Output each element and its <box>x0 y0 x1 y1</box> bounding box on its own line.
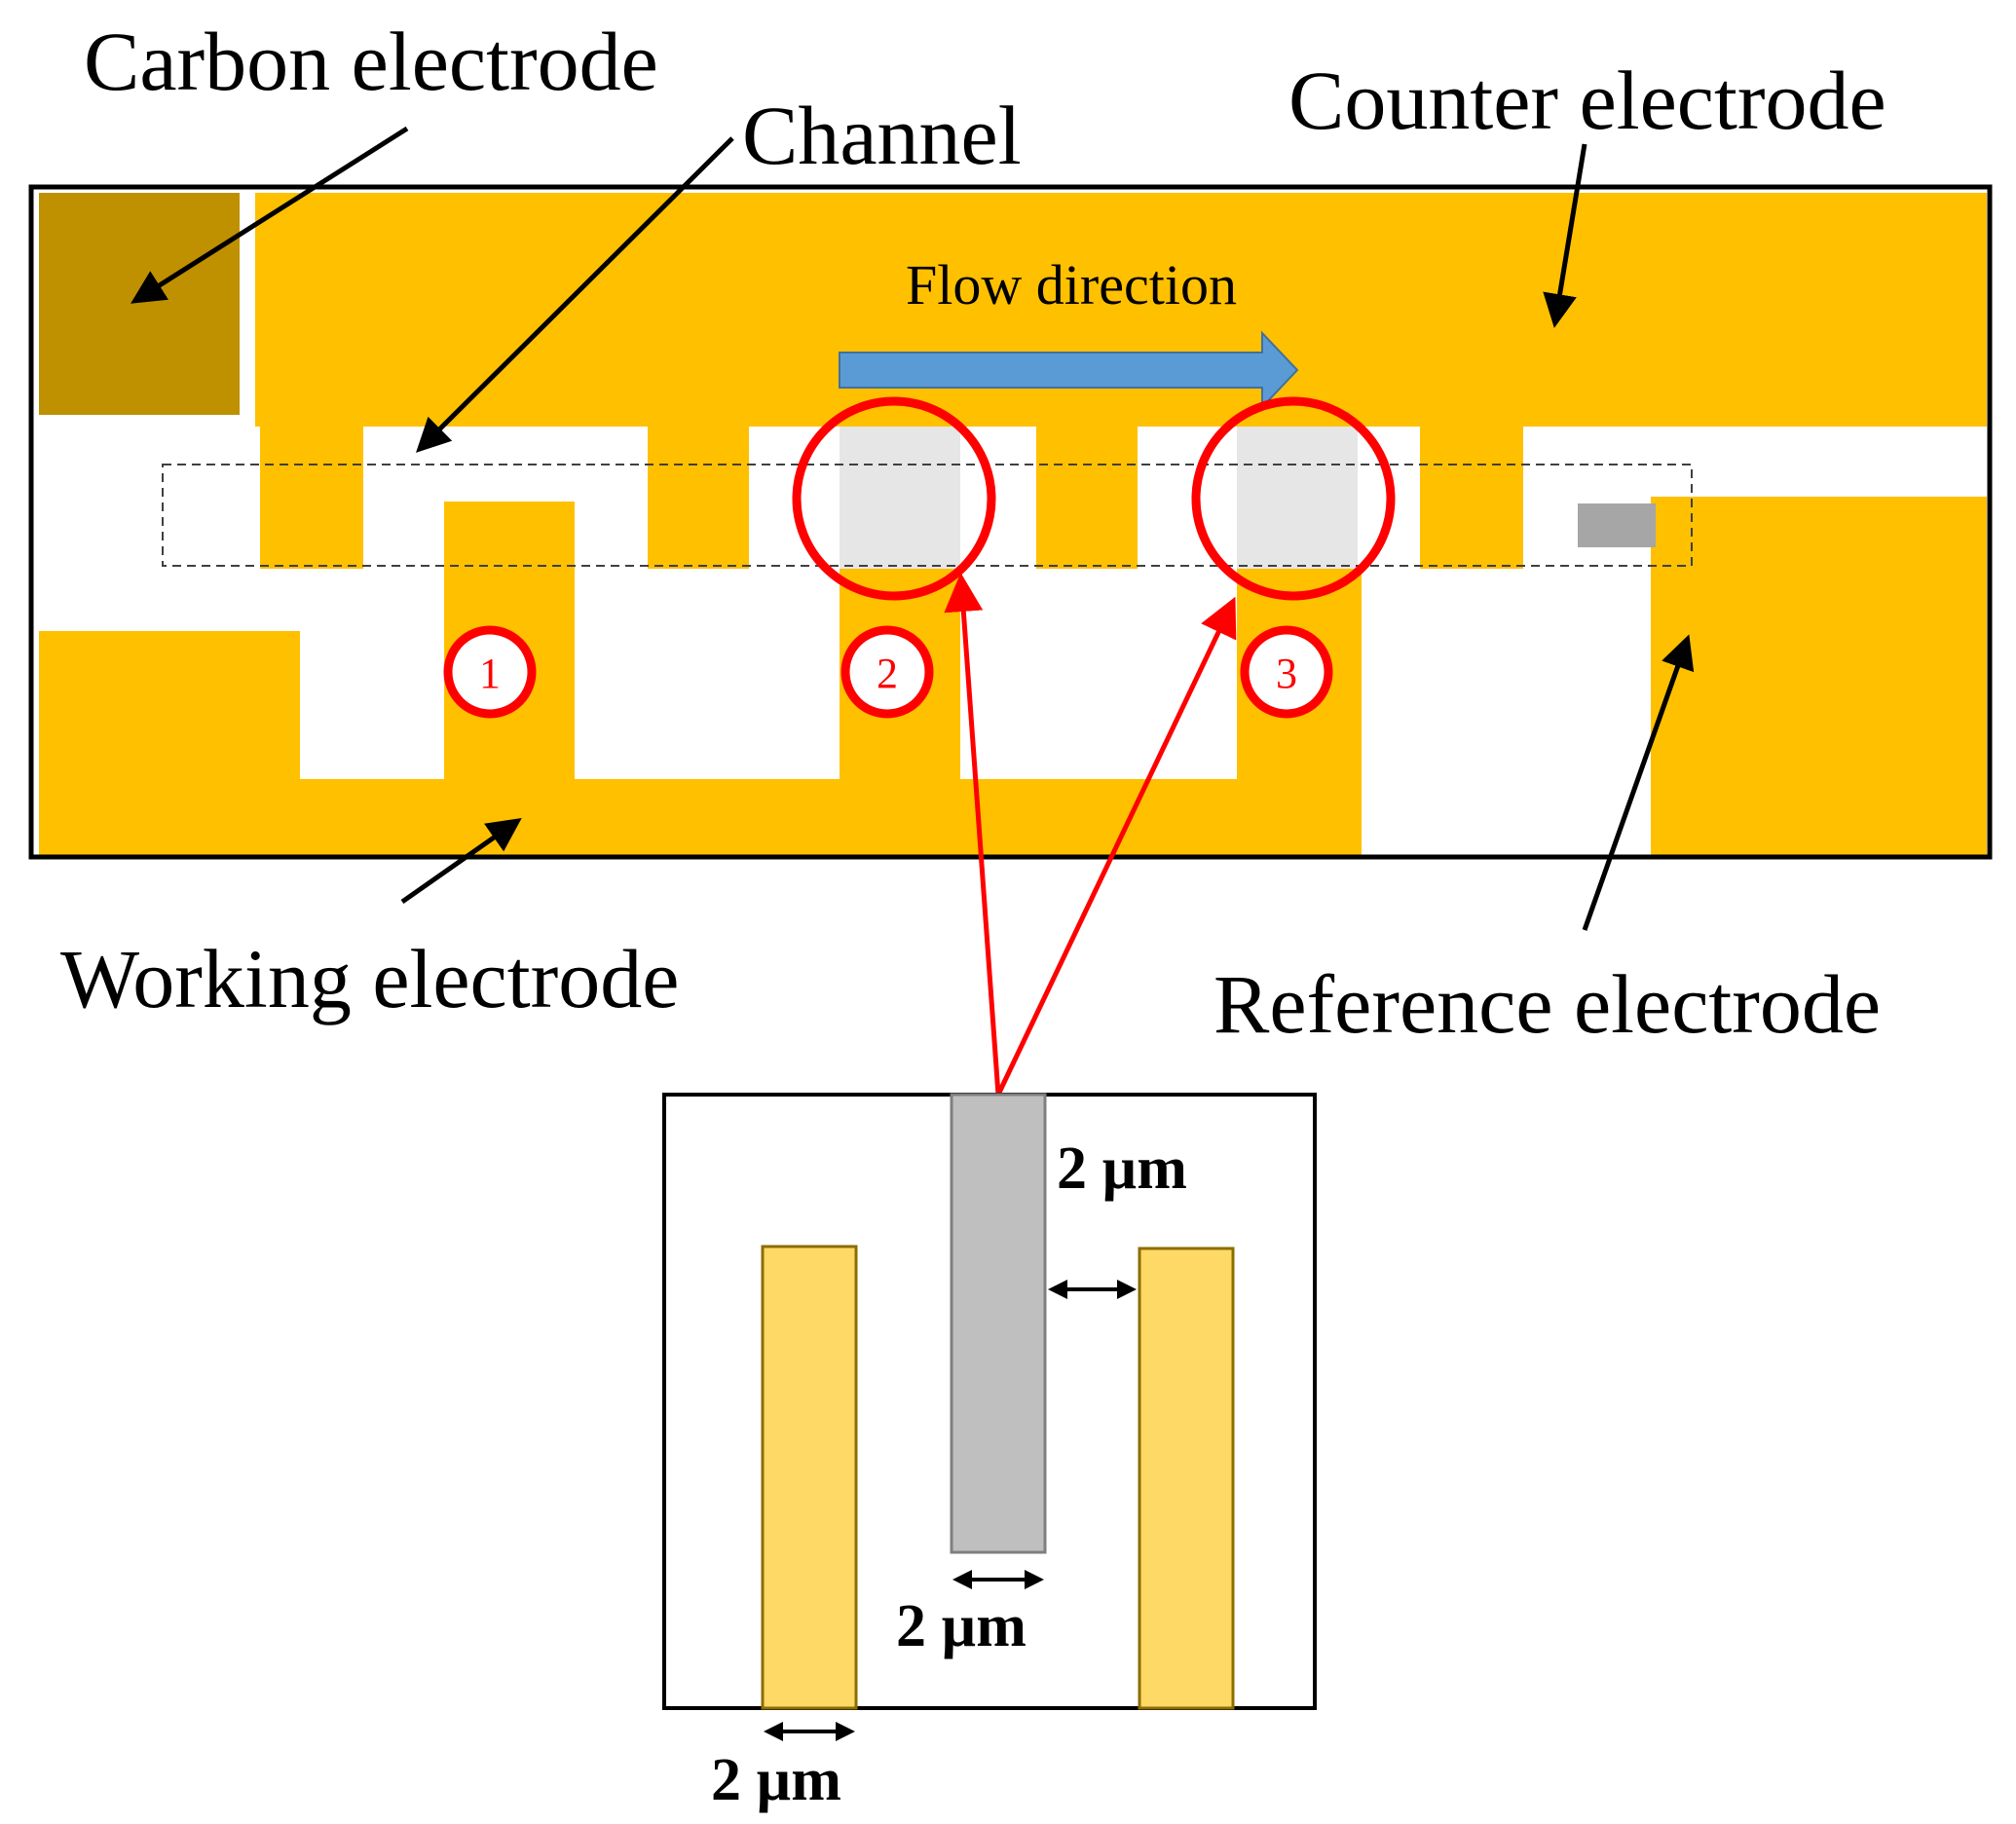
carbon-electrode-label: Carbon electrode <box>84 15 658 108</box>
channel-outline <box>162 464 1693 567</box>
zoom-line <box>995 596 1237 1097</box>
sensor-highlight-circle <box>1191 396 1396 601</box>
marker-1: 1 <box>443 625 537 719</box>
counter-electrode-tooth <box>648 427 749 569</box>
channel-label: Channel <box>742 89 1022 182</box>
working-electrode-pointer <box>400 817 522 905</box>
marker-1-label: 1 <box>479 650 501 697</box>
inset-working-electrode-right <box>1138 1247 1235 1710</box>
counter-electrode-pointer <box>1543 143 1587 328</box>
counter-electrode-label: Counter electrode <box>1288 54 1886 147</box>
reference-width-label: 2 µm <box>896 1593 1027 1659</box>
carbon-electrode-pad <box>39 193 240 415</box>
flow-direction-arrow <box>839 330 1299 410</box>
counter-electrode-tooth <box>260 427 363 569</box>
inset-reference-electrode <box>950 1093 1047 1554</box>
working-width-label: 2 µm <box>711 1747 841 1813</box>
chip <box>28 184 1993 860</box>
chip-border <box>28 184 1993 860</box>
carbon-electrode-pointer <box>131 126 409 304</box>
gap-dimension-label: 2 µm <box>1057 1135 1187 1202</box>
inset-working-electrode-left <box>761 1245 858 1710</box>
sensor-highlight-circle <box>792 396 996 601</box>
channel-pointer <box>416 136 734 453</box>
counter-electrode-tooth <box>1420 427 1523 569</box>
zoom-line <box>944 573 1001 1096</box>
sensor-region <box>1237 427 1358 569</box>
sensor-region <box>840 427 960 569</box>
inset-detail: 2 µm 2 µm 2 µm <box>662 1093 1317 1813</box>
working-electrode-band <box>39 779 1362 855</box>
reference-electrode-tip <box>1578 503 1656 547</box>
reference-electrode-pad <box>1651 497 1987 855</box>
reference-electrode-label: Reference electrode <box>1213 957 1881 1051</box>
flow-direction-label: Flow direction <box>906 253 1237 316</box>
reference-electrode-pointer <box>1582 634 1695 931</box>
counter-electrode-tooth <box>1036 427 1138 569</box>
marker-2: 2 <box>840 625 934 719</box>
marker-3-label: 3 <box>1276 650 1297 697</box>
working-electrode-label: Working electrode <box>60 932 679 1025</box>
marker-3: 3 <box>1240 625 1333 719</box>
marker-2-label: 2 <box>877 650 898 697</box>
